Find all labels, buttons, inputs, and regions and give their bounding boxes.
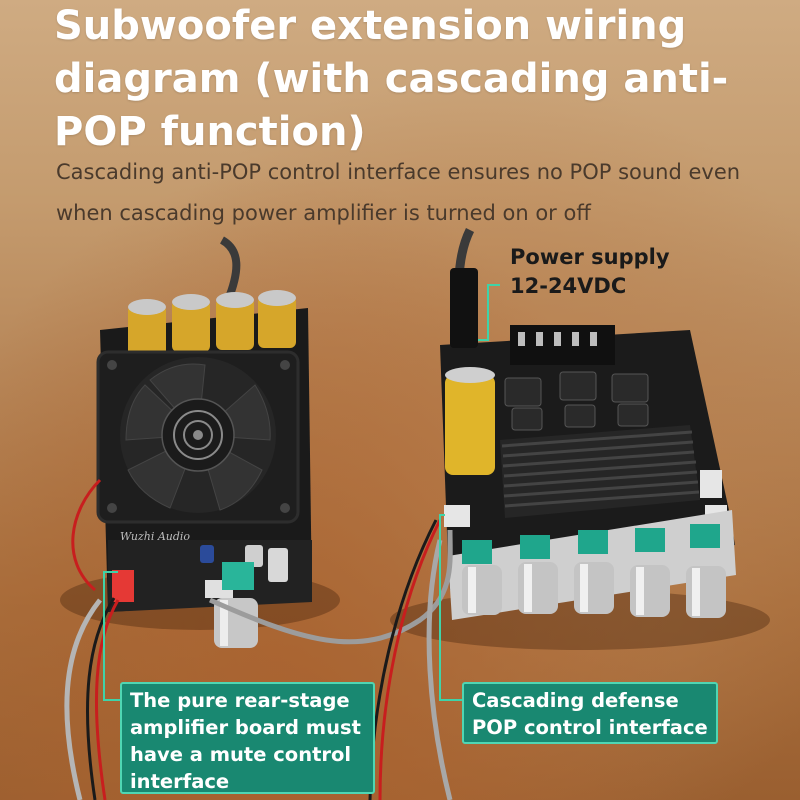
page-title: Subwoofer extension wiring diagram (with… <box>54 3 729 155</box>
board-brand-text: Wuzhi Audio <box>120 530 190 543</box>
power-supply-label-line1: Power supply <box>510 245 670 269</box>
power-supply-label: Power supply 12-24VDC <box>510 243 670 301</box>
cascading-amplifier-board <box>440 268 736 620</box>
power-supply-label-line2: 12-24VDC <box>510 274 627 298</box>
rear-stage-amplifier-board: Wuzhi Audio <box>96 290 312 648</box>
leader-lines <box>103 284 500 701</box>
anti-pop-interface-callout: Cascading defense POP control interface <box>462 682 718 744</box>
page-subtitle: Cascading anti-POP control interface ens… <box>56 160 741 225</box>
mute-interface-callout: The pure rear-stage amplifier board must… <box>120 682 375 794</box>
